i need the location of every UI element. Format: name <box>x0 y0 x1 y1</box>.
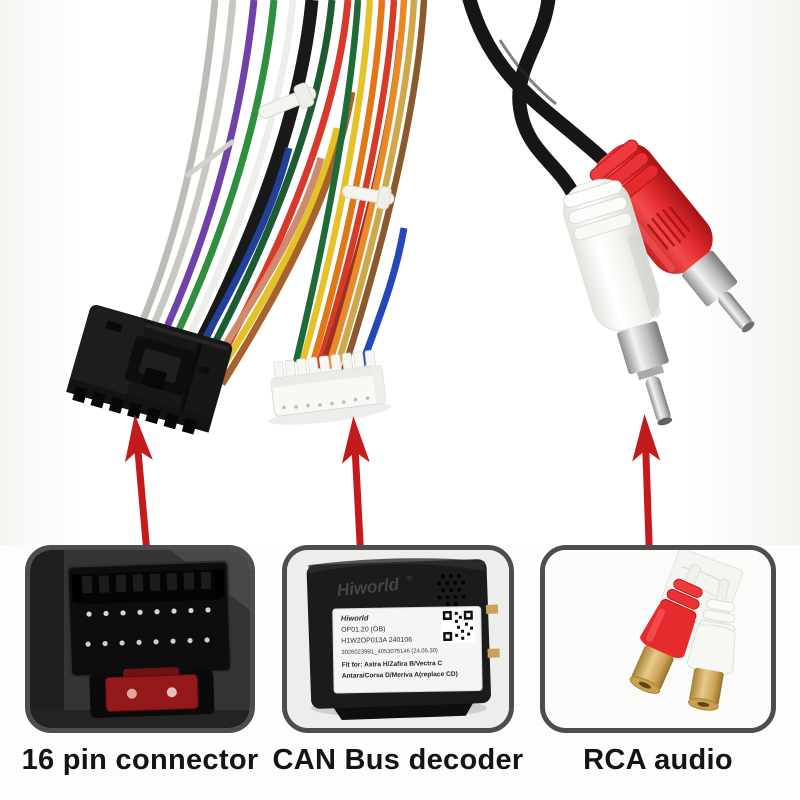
sixteen-pin-plug <box>66 305 233 435</box>
inset-box-canbus: Hiworld ® Hiworld OP01.20 (OB) H1W2OP013… <box>282 545 514 733</box>
cable-tie-left <box>258 82 317 119</box>
label-fit-for-2: Antara/Corsa D/Meriva A(replace CD) <box>342 671 458 680</box>
red-arrow-canbus <box>341 416 370 545</box>
plug-emboss-ribs <box>646 205 691 250</box>
qr-code <box>440 608 476 644</box>
caption-canbus: CAN Bus decoder <box>272 744 524 776</box>
rca-female-white <box>686 578 736 711</box>
red-fuse <box>104 667 199 712</box>
plug-pin-teeth <box>72 386 198 435</box>
socket-pin-row-bottom <box>85 637 210 647</box>
white-rca-plug <box>563 178 673 426</box>
socket-body <box>66 560 232 718</box>
rca-female-red <box>629 563 703 694</box>
canbus-decoder-photo: Hiworld ® Hiworld OP01.20 (OB) H1W2OP013… <box>287 550 509 728</box>
label-model: OP01.20 (OB) <box>341 626 385 634</box>
connector-pin-dots <box>282 396 370 410</box>
gold-pin <box>487 648 500 658</box>
cable-highlight <box>498 39 557 106</box>
connector-teeth <box>273 349 377 383</box>
wiring-harness-photo <box>66 0 755 545</box>
speaker-grille <box>437 573 466 607</box>
spec-label: Hiworld OP01.20 (OB) H1W2OP013A 240106 3… <box>332 605 483 694</box>
sixteen-pin-socket-photo <box>30 550 250 728</box>
loose-wire-stub <box>185 139 235 178</box>
left-wire-bundle <box>134 0 356 386</box>
inset-box-16pin <box>25 545 255 733</box>
white-can-connector <box>268 349 392 425</box>
label-serial: 30260239B1_4053075146 (24.05.30) <box>341 648 438 656</box>
socket-comb <box>81 571 212 594</box>
decoder-case: Hiworld ® Hiworld OP01.20 (OB) H1W2OP013… <box>306 558 500 721</box>
registered-mark: ® <box>407 574 413 582</box>
cable-tie-middle <box>341 185 395 210</box>
socket-pin-row-top <box>86 607 211 617</box>
gold-pin <box>485 604 499 614</box>
rca-audio-photo <box>545 550 771 728</box>
red-arrow-rca <box>632 414 661 545</box>
label-part-number: H1W2OP013A 240106 <box>341 637 412 645</box>
caption-16pin: 16 pin connector <box>21 744 259 776</box>
label-fit-for: Fit for: Astra H/Zafira B/Vectra C <box>342 660 443 669</box>
inset-box-rca <box>540 545 776 733</box>
label-brand: Hiworld <box>341 613 369 622</box>
black-rca-cables <box>462 0 625 199</box>
caption-rca: RCA audio <box>583 744 733 776</box>
red-arrow-16pin <box>124 414 153 545</box>
